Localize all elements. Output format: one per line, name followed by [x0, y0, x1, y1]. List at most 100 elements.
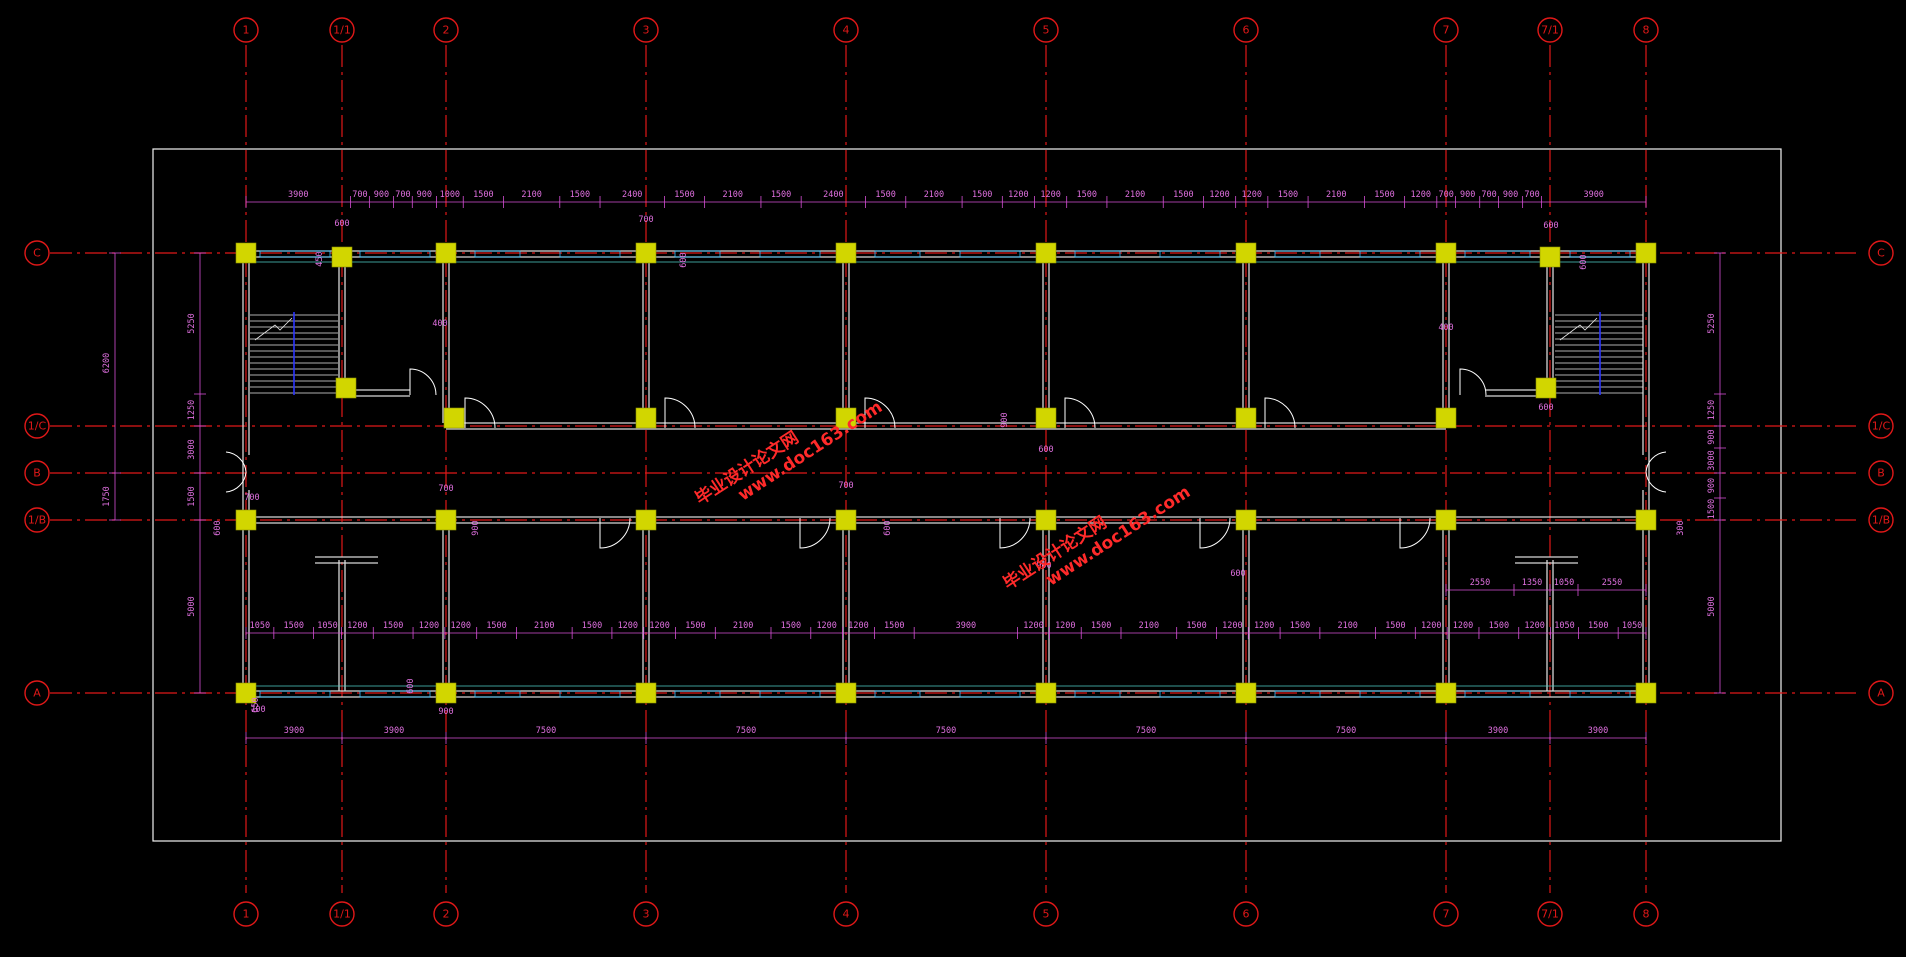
window-north [559, 250, 621, 258]
local-dim-text: 900 [1000, 412, 1010, 427]
column [635, 509, 657, 531]
dim-stair-room-text: 1050 [1554, 578, 1574, 588]
window-north [474, 250, 521, 258]
dim-bottom-inner-text: 1200 [848, 621, 868, 631]
local-dim-text: 700 [438, 484, 453, 494]
dim-bottom-inner-text: 1500 [1489, 621, 1509, 631]
dim-top-text: 900 [374, 190, 389, 200]
window-south [759, 690, 821, 698]
column [1539, 246, 1561, 268]
column [435, 242, 457, 264]
grid-bubble [1433, 17, 1459, 43]
window-north [1274, 250, 1321, 258]
grid-bubble [329, 901, 355, 927]
dim-top-text: 2100 [1125, 190, 1145, 200]
door-swing [1399, 517, 1431, 549]
local-dim-text: 600 [406, 678, 416, 693]
dim-right-text: 3000 [1707, 450, 1717, 470]
dim-bottom-inner-text: 2100 [1139, 621, 1159, 631]
window-north [359, 250, 431, 258]
grid-label: 7 [1443, 908, 1450, 921]
window-south [1359, 690, 1421, 698]
watermark-1: 毕业设计论文网 www.doc163.com [691, 397, 886, 509]
local-dim-text: 600 [883, 520, 893, 535]
dim-bottom-inner-text: 1500 [486, 621, 506, 631]
grid-label: 8 [1643, 24, 1650, 37]
dim-bottom-inner-text: 1050 [1554, 621, 1574, 631]
column [1635, 242, 1657, 264]
dim-bottom-inner-text: 2100 [534, 621, 554, 631]
column [635, 682, 657, 704]
grid-label: 1/1 [333, 908, 351, 921]
column [1635, 682, 1657, 704]
column [635, 407, 657, 429]
grid-label: 6 [1243, 24, 1250, 37]
stair-break-line [1559, 317, 1598, 341]
dim-right-text: 5250 [1707, 313, 1717, 333]
window-south [1274, 690, 1321, 698]
grid-label: 7/1 [1541, 24, 1559, 37]
window-south [474, 690, 521, 698]
window-north [1569, 250, 1631, 258]
grid-label: 3 [643, 24, 650, 37]
entrance-door [225, 451, 247, 493]
dim-top-text: 3900 [288, 190, 308, 200]
dim-bottom-inner-text: 1500 [1091, 621, 1111, 631]
dim-bottom-inner-text: 1050 [1622, 621, 1642, 631]
grid-label: A [33, 687, 41, 700]
grid-bubble [1868, 680, 1894, 706]
local-dim-text: 600 [1543, 221, 1558, 231]
column [1035, 407, 1057, 429]
dim-bottom-inner-text: 1050 [317, 621, 337, 631]
window-south [959, 690, 1021, 698]
local-dim-text: 900 [438, 707, 453, 717]
column [1035, 242, 1057, 264]
column [835, 242, 857, 264]
dim-bottom-overall-text: 7500 [1136, 726, 1156, 736]
dim-top-text: 1500 [570, 190, 590, 200]
dim-bottom-inner-text: 2100 [733, 621, 753, 631]
window-south [259, 690, 331, 698]
dim-stair-room-text: 1350 [1522, 578, 1542, 588]
dim-bottom-inner-text: 1200 [649, 621, 669, 631]
dim-bottom-inner-text: 1500 [1588, 621, 1608, 631]
grid-label: 1/1 [333, 24, 351, 37]
dim-top-text: 900 [1460, 190, 1475, 200]
column [835, 407, 857, 429]
local-dim-text: 450 [315, 251, 325, 266]
dim-top-text: 700 [1481, 190, 1496, 200]
watermark-2: 毕业设计论文网 www.doc163.com [999, 482, 1194, 594]
grid-bubble [1233, 17, 1259, 43]
window-north [259, 250, 331, 258]
dim-bottom-inner-text: 2100 [1337, 621, 1357, 631]
window-south [874, 690, 921, 698]
dim-top-text: 2100 [723, 190, 743, 200]
local-dim-text: 300 [1676, 520, 1686, 535]
column [1635, 509, 1657, 531]
window-south [674, 690, 721, 698]
dim-bottom-overall-text: 3900 [1488, 726, 1508, 736]
grid-bubble [1033, 17, 1059, 43]
local-dim-text: 900 [1036, 561, 1051, 571]
grid-label: 1/C [1872, 420, 1891, 433]
window-south [1159, 690, 1221, 698]
grid-bubble [1537, 17, 1563, 43]
dim-right-text: 900 [1707, 429, 1717, 444]
grid-bubble [24, 413, 50, 439]
grid-bubble [633, 901, 659, 927]
dim-stair-room-text: 2550 [1470, 578, 1490, 588]
column [435, 509, 457, 531]
column [1235, 682, 1257, 704]
door-swing [1459, 368, 1487, 396]
grid-label: 5 [1043, 908, 1050, 921]
dim-top-text: 1500 [1173, 190, 1193, 200]
column [635, 242, 657, 264]
dim-top-text: 700 [1439, 190, 1454, 200]
column [331, 246, 353, 268]
dim-top-text: 1000 [440, 190, 460, 200]
dim-bottom-overall-text: 7500 [736, 726, 756, 736]
local-dim-text: 400 [1438, 323, 1453, 333]
dim-left-inner-text: 5000 [187, 596, 197, 616]
grid-bubble [833, 901, 859, 927]
